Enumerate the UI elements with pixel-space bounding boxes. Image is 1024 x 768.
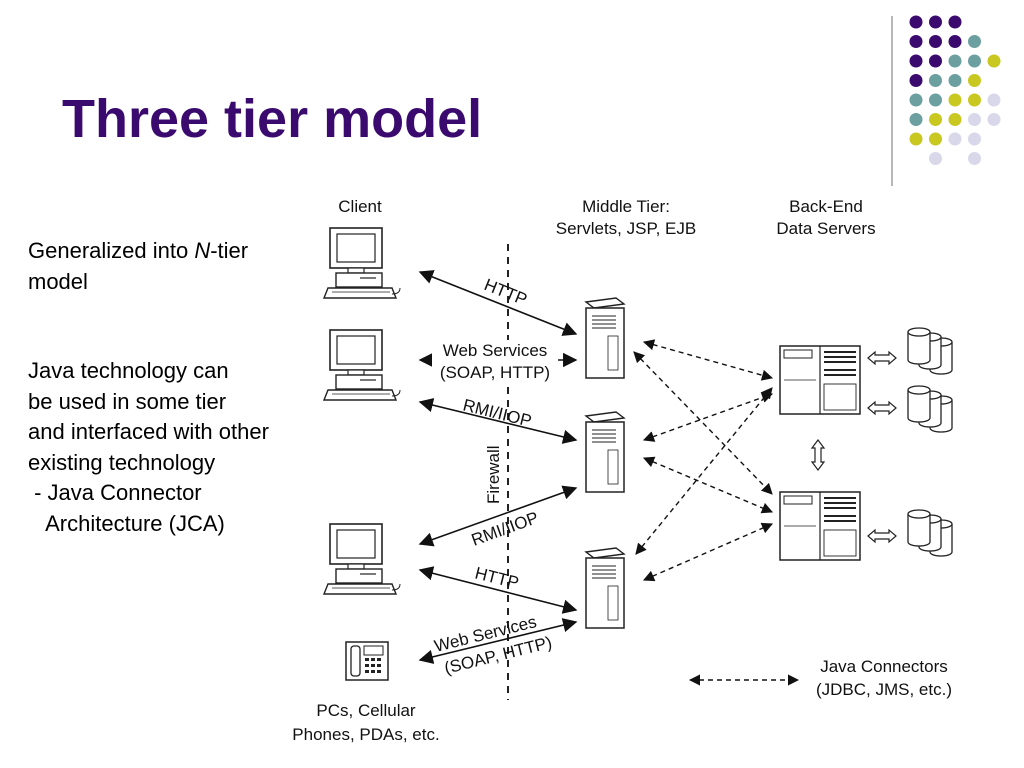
backend-header: Back-End [789, 197, 863, 216]
java-note-line: Java technology can [28, 358, 229, 383]
middle-server-1 [585, 297, 625, 379]
connector-arrow [642, 339, 774, 381]
generalized-line-2: model [28, 268, 88, 294]
java-note-line: - Java Connector [28, 480, 202, 505]
decorative-dot [948, 132, 962, 146]
middle-tier-subheader: Servlets, JSP, EJB [556, 219, 696, 238]
decorative-dot [909, 74, 923, 87]
decorative-dot [968, 152, 981, 165]
middle-server-2 [585, 411, 625, 493]
decorative-dot [968, 132, 981, 146]
decorative-dot [909, 54, 923, 68]
decorative-dot [968, 54, 981, 68]
http-arrow-bottom [418, 566, 578, 614]
slide-title: Three tier model [62, 89, 483, 149]
decorative-dot [968, 93, 981, 107]
decorative-dot [929, 113, 942, 126]
backend-server-1 [779, 345, 861, 415]
double-arrow-icon [867, 401, 897, 415]
decorative-dot [948, 74, 962, 87]
decorative-dot [909, 132, 923, 146]
connector-arrow [633, 351, 773, 495]
decorative-dot [909, 35, 923, 48]
java-note: Java technology can be used in some tier… [28, 356, 269, 539]
decorative-dot [948, 113, 962, 126]
decorative-dot [909, 15, 923, 29]
protocol-label-bg [432, 340, 558, 382]
decorative-dot [929, 74, 942, 87]
decorative-dot [929, 93, 942, 107]
rmi-arrow-bottom [418, 485, 578, 547]
decorative-dot [968, 35, 981, 48]
protocol-label-ws-top-1: Web Services [443, 341, 548, 360]
java-note-line: existing technology [28, 449, 216, 475]
devices-caption-2: Phones, PDAs, etc. [292, 725, 439, 744]
phone-icon [345, 641, 389, 681]
decorative-dot [929, 35, 942, 48]
decorative-dot [987, 93, 1001, 107]
vertical-double-arrow-icon [810, 439, 826, 471]
java-note-line: and interfaced with other [28, 419, 269, 444]
generalized-prefix: Generalized into [28, 238, 195, 263]
legend-label-1: Java Connectors [820, 657, 948, 676]
decorative-dot [929, 15, 942, 29]
connector-arrow [642, 392, 774, 442]
decorative-dot [948, 54, 962, 68]
decorative-dot [948, 93, 962, 107]
decorative-dot [929, 54, 942, 68]
protocol-label-rmi-top: RMI/IIOP [461, 395, 533, 430]
protocol-label-ws-top-2: (SOAP, HTTP) [440, 363, 550, 382]
rmi-arrow-top [418, 398, 578, 444]
legend-label-2: (JDBC, JMS, etc.) [816, 680, 952, 699]
connector-arrow [635, 387, 773, 555]
web-services-arrow-bottom [418, 618, 578, 664]
database-icon-2 [907, 385, 953, 433]
protocol-label-http-bottom: HTTP [473, 563, 521, 592]
decorative-dot [948, 15, 962, 29]
generalized-suffix: -tier [210, 238, 249, 263]
connector-arrow [642, 522, 774, 582]
decorative-dot [987, 54, 1001, 68]
java-note-line: be used in some tier [28, 388, 227, 414]
connector-arrow [642, 456, 774, 514]
generalized-n: N [194, 238, 211, 263]
decorative-dot [909, 113, 923, 126]
client-pc-3 [323, 523, 401, 595]
devices-caption-1: PCs, Cellular [316, 701, 416, 720]
http-arrow-top [418, 270, 578, 336]
decorative-dot [987, 113, 1001, 126]
decorative-dot [909, 93, 923, 107]
decorative-dot [929, 132, 942, 146]
decorative-dot [929, 152, 942, 165]
middle-tier-header: Middle Tier: [582, 197, 670, 216]
generalized-note: Generalized into N-tier model [28, 236, 248, 297]
middle-server-3 [585, 547, 625, 629]
decorative-dot [948, 35, 962, 48]
firewall-label: Firewall [484, 445, 503, 504]
backend-subheader: Data Servers [776, 219, 875, 238]
database-icon-1 [907, 327, 953, 375]
database-icon-3 [907, 509, 953, 557]
decorative-dot [968, 113, 981, 126]
java-note-line: Architecture (JCA) [28, 510, 225, 536]
client-pc-2 [323, 329, 401, 401]
double-arrow-icon [867, 351, 897, 365]
decorative-dot [968, 74, 981, 87]
protocol-label-http-top: HTTP [482, 275, 530, 309]
double-arrow-icon [867, 529, 897, 543]
backend-server-2 [779, 491, 861, 561]
client-pc-1 [323, 227, 401, 299]
client-header: Client [338, 197, 382, 216]
